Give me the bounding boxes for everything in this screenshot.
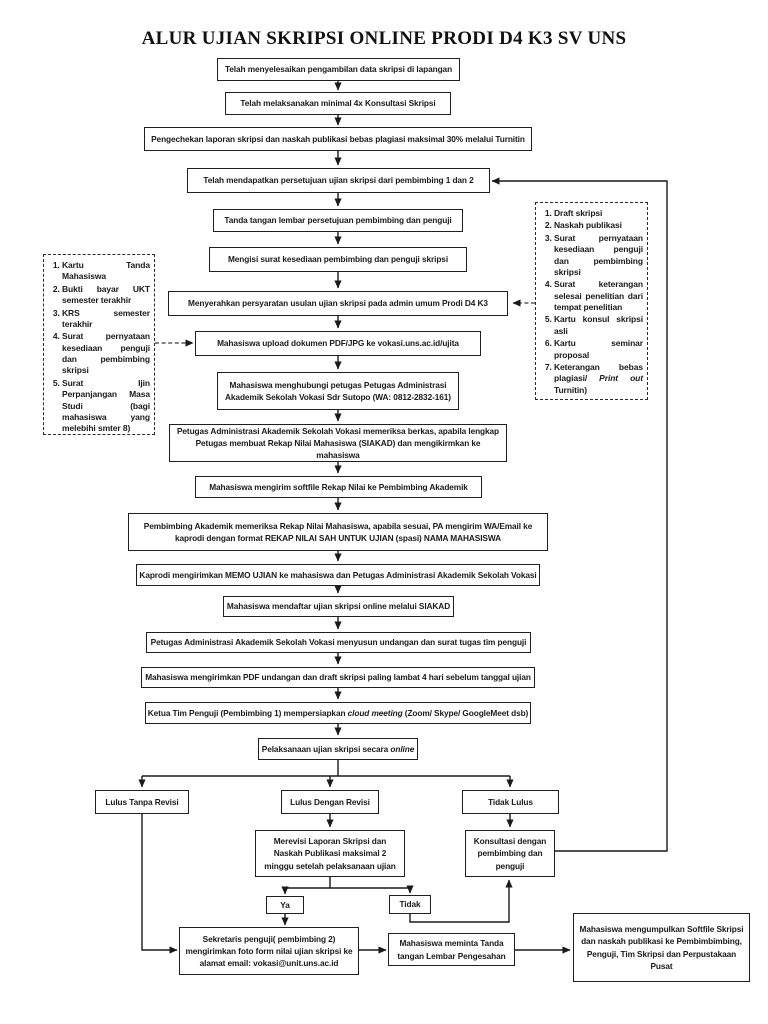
dashed-arrow-lines <box>155 299 535 347</box>
checklist-right-dokumen: Draft skripsi Naskah publikasi Surat per… <box>535 202 648 400</box>
flow-step-17-cloud-meeting: Ketua Tim Penguji (Pembimbing 1) mempers… <box>145 702 531 724</box>
step-18-text: Pelaksanaan ujian skripsi secara online <box>261 743 415 754</box>
flow-step-5: Tanda tangan lembar persetujuan pembimbi… <box>213 209 463 232</box>
flow-step-12: Pembimbing Akademik memeriksa Rekap Nila… <box>128 513 548 551</box>
checklist-item: Surat Ijin Perpanjangan Masa Studi (bagi… <box>62 378 150 435</box>
checklist-left-persyaratan: Kartu Tanda Mahasiswa Bukti bayar UKT se… <box>43 254 155 435</box>
flow-step-7: Menyerahkan persyaratan usulan ujian skr… <box>168 291 508 316</box>
flow-step-6: Mengisi surat kesediaan pembimbing dan p… <box>209 247 467 272</box>
branch-lulus-tanpa-revisi: Lulus Tanpa Revisi <box>95 790 189 814</box>
checklist-item: KRS semester terakhir <box>62 308 150 331</box>
flow-step-18-ujian-online: Pelaksanaan ujian skripsi secara online <box>258 738 418 760</box>
step-17-text: Ketua Tim Penguji (Pembimbing 1) mempers… <box>147 707 529 718</box>
checklist-left-items: Kartu Tanda Mahasiswa Bukti bayar UKT se… <box>46 260 150 435</box>
checklist-item: Kartu Tanda Mahasiswa <box>62 260 150 283</box>
box-mengumpulkan-softfile: Mahasiswa mengumpulkan Softfile Skripsi … <box>573 913 750 982</box>
checklist-item: Draft skripsi <box>554 208 643 219</box>
flow-step-15: Petugas Administrasi Akademik Sekolah Vo… <box>146 632 531 653</box>
branch-lulus-dengan-revisi: Lulus Dengan Revisi <box>281 790 379 814</box>
box-konsultasi-pembimbing: Konsultasi dengan pembimbing dan penguji <box>465 830 555 877</box>
flow-step-11: Mahasiswa mengirim softfile Rekap Nilai … <box>195 476 482 498</box>
flow-step-13: Kaprodi mengirimkan MEMO UJIAN ke mahasi… <box>136 564 540 586</box>
page-title: ALUR UJIAN SKRIPSI ONLINE PRODI D4 K3 SV… <box>141 28 627 49</box>
checklist-right-items: Draft skripsi Naskah publikasi Surat per… <box>538 208 643 396</box>
box-merevisi-laporan: Merevisi Laporan Skripsi dan Naskah Publ… <box>255 830 405 877</box>
flow-step-4: Telah mendapatkan persetujuan ujian skri… <box>187 168 490 193</box>
box-ya: Ya <box>266 896 304 914</box>
checklist-item: Bukti bayar UKT semester terakhir <box>62 284 150 307</box>
checklist-item: Surat pernyataan kesediaan penguji dan p… <box>554 233 643 279</box>
flow-step-9: Mahasiswa menghubungi petugas Petugas Ad… <box>217 372 459 410</box>
flow-step-16: Mahasiswa mengirimkan PDF undangan dan d… <box>141 667 535 688</box>
checklist-item: Keterangan bebas plagiasi/ Print out Tur… <box>554 362 643 396</box>
flow-step-1: Telah menyelesaikan pengambilan data skr… <box>217 58 460 81</box>
box-tanda-tangan-pengesahan: Mahasiswa meminta Tanda tangan Lembar Pe… <box>388 933 515 966</box>
box-tidak: Tidak <box>389 895 431 914</box>
flow-step-3: Pengechekan laporan skripsi dan naskah p… <box>144 127 532 151</box>
checklist-item: Naskah publikasi <box>554 220 643 231</box>
checklist-item: Kartu seminar proposal <box>554 338 643 361</box>
checklist-item: Kartu konsul skripsi asli <box>554 314 643 337</box>
checklist-item: Surat keterangan selesai penelitian dari… <box>554 279 643 313</box>
flow-step-8: Mahasiswa upload dokumen PDF/JPG ke voka… <box>195 331 481 356</box>
branch-tidak-lulus: Tidak Lulus <box>462 790 559 814</box>
flow-step-14: Mahasiswa mendaftar ujian skripsi online… <box>223 596 454 617</box>
flow-step-10: Petugas Administrasi Akademik Sekolah Vo… <box>169 424 507 462</box>
flow-arrow-lines <box>138 81 668 954</box>
flow-step-2: Telah melaksanakan minimal 4x Konsultasi… <box>225 92 451 115</box>
checklist-item: Surat pernyataan kesediaan penguji dan p… <box>62 331 150 377</box>
box-sekretaris-penguji: Sekretaris penguji( pembimbing 2) mengir… <box>179 927 359 975</box>
